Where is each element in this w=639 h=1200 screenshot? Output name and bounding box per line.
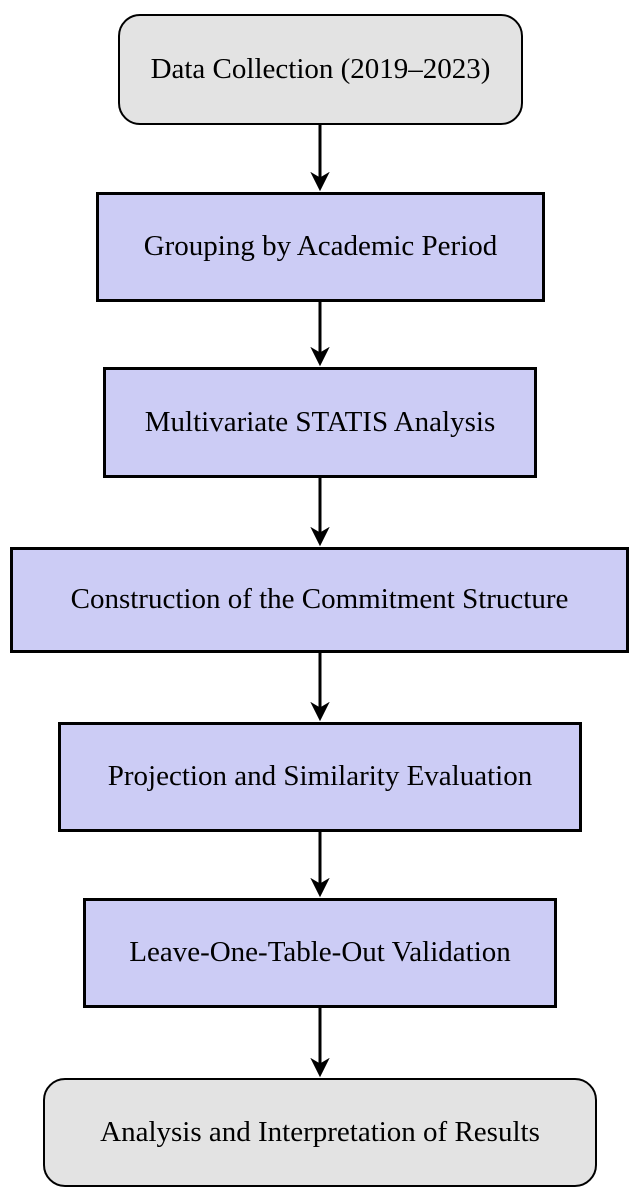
node-commitment-structure-label: Construction of the Commitment Structure bbox=[70, 583, 569, 616]
node-data-collection-label: Data Collection (2019–2023) bbox=[150, 52, 491, 85]
node-statis-analysis-label: Multivariate STATIS Analysis bbox=[144, 405, 496, 438]
node-grouping-academic-period: Grouping by Academic Period bbox=[96, 192, 545, 302]
node-loto-validation: Leave-One-Table-Out Validation bbox=[83, 898, 557, 1008]
node-projection-similarity: Projection and Similarity Evaluation bbox=[58, 722, 582, 832]
node-projection-similarity-label: Projection and Similarity Evaluation bbox=[107, 760, 533, 793]
node-data-collection: Data Collection (2019–2023) bbox=[118, 14, 523, 125]
node-grouping-academic-period-label: Grouping by Academic Period bbox=[143, 230, 498, 263]
node-analysis-interpretation-label: Analysis and Interpretation of Results bbox=[100, 1115, 540, 1148]
node-analysis-interpretation: Analysis and Interpretation of Results bbox=[43, 1078, 597, 1187]
node-statis-analysis: Multivariate STATIS Analysis bbox=[103, 367, 537, 478]
node-commitment-structure: Construction of the Commitment Structure bbox=[10, 547, 629, 653]
node-loto-validation-label: Leave-One-Table-Out Validation bbox=[129, 936, 511, 969]
